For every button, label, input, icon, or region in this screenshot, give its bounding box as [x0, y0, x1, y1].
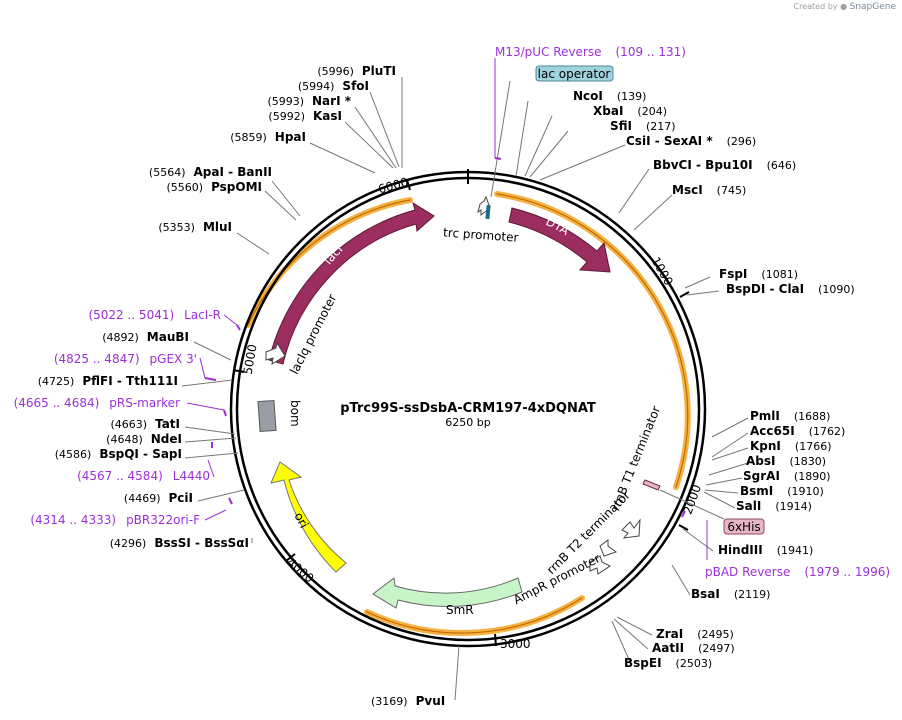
- primer-l4440: (4567 .. 4584)L4440: [77, 469, 210, 483]
- plasmid-name: pTrc99S-ssDsbA-CRM197-4xDQNAT: [340, 401, 596, 416]
- site-sfii: SfiI(217): [610, 119, 676, 133]
- feature-laciq-promoter: [265, 341, 286, 366]
- site-ndei: (4648)NdeI: [106, 432, 182, 446]
- site-maubi: (4892)MauBI: [102, 330, 189, 344]
- primer-pbad-reverse: pBAD Reverse(1979 .. 1996): [705, 565, 890, 579]
- plasmid-size: 6250 bp: [445, 416, 490, 429]
- label-ori: ori: [291, 510, 311, 530]
- credit-brand: SnapGene: [849, 2, 896, 12]
- label-lac-operator: lac operator: [538, 67, 611, 81]
- site-xbai: XbaI(204): [593, 104, 667, 118]
- site-acc65i: Acc65I(1762): [750, 424, 845, 438]
- primer-pgex-3: (4825 .. 4847)pGEX 3': [54, 352, 197, 366]
- site-sali: SalI(1914): [736, 499, 812, 513]
- site-msci: MscI(745): [672, 183, 746, 197]
- feature-rrnb-t2: [599, 539, 618, 557]
- label-6xhis: 6xHis: [727, 520, 760, 534]
- primer-m13-puc-reverse: M13/pUC Reverse(109 .. 131): [495, 45, 686, 59]
- site-pspomi: (5560)PspOMI: [166, 180, 262, 194]
- orf-halo-dta: [494, 191, 691, 490]
- site-bsai: BsaI(2119): [691, 587, 770, 601]
- site-bbvci: BbvCI - Bpu10I(646): [653, 158, 796, 172]
- site-nari: (5993)NarI *: [267, 94, 351, 108]
- site-mlui: (5353)MluI: [158, 220, 232, 234]
- site-fspi: FspI(1081): [719, 267, 798, 281]
- site-leaders: [181, 77, 749, 701]
- site-aatii: AatII(2497): [652, 641, 735, 655]
- tick-4000: 4000: [284, 555, 316, 585]
- site-bspei: BspEI(2503): [624, 656, 712, 670]
- orf-halos: [245, 191, 691, 636]
- site-pmli: PmlI(1688): [750, 409, 830, 423]
- label-smr: SmR: [446, 603, 474, 617]
- primer-prs-marker: (4665 .. 4684)pRS-marker: [14, 396, 180, 410]
- feature-laci: [268, 201, 435, 365]
- label-trc-promoter: trc promoter: [443, 225, 519, 244]
- site-hindiii: HindIII(1941): [718, 543, 813, 557]
- site-bsmi: BsmI(1910): [740, 484, 824, 498]
- tick-3000: 3000: [500, 637, 531, 651]
- primer-pbr322ori-f: (4314 .. 4333)pBR322ori-F: [30, 513, 200, 527]
- snapgene-credit: Created by ● SnapGene: [794, 2, 897, 12]
- site-pluti: (5996)PluTI: [317, 64, 396, 78]
- feature-arrows: [257, 195, 661, 609]
- site-pvui: (3169)PvuI: [371, 694, 445, 708]
- snapgene-logo-icon: ●: [840, 2, 848, 11]
- site-tati: (4663)TatI: [110, 417, 180, 431]
- 6xhis-feature: 6xHis: [659, 489, 765, 535]
- site-bspqi: (4586)BspQI - SapI: [55, 447, 182, 461]
- primer-labels: M13/pUC Reverse(109 .. 131) (5022 .. 504…: [14, 45, 890, 579]
- feature-ori: [270, 461, 347, 573]
- credit-prefix: Created by: [793, 2, 838, 11]
- site-pflfi: (4725)PflFI - Tth111I: [38, 374, 178, 388]
- feature-6xhis-mark: [642, 479, 661, 491]
- feature-trc-promoter: [477, 195, 491, 217]
- site-kasi: (5992)KasI: [268, 109, 342, 123]
- site-kpni: KpnI(1766): [750, 439, 831, 453]
- feature-ampr-promoter: [589, 555, 611, 575]
- site-absi: AbsI(1830): [746, 454, 826, 468]
- backbone-ticks: [232, 169, 690, 647]
- feature-dta: [508, 207, 611, 273]
- tick-5000: 5000: [241, 343, 260, 376]
- feature-smr: [372, 577, 523, 609]
- site-csii: CsiI - SexAI *(296): [626, 134, 756, 148]
- feature-rrnb-t1: [621, 518, 641, 539]
- site-ncoi: NcoI(139): [573, 89, 646, 103]
- site-zrai: ZraI(2495): [656, 627, 734, 641]
- feature-bom: [257, 399, 277, 433]
- tick-6000: 6000: [377, 175, 410, 196]
- feature-lac-operator-mark: [485, 204, 491, 220]
- primer-laci-r: (5022 .. 5041)LacI-R: [88, 308, 221, 322]
- lac-operator-feature: lac operator: [490, 65, 614, 198]
- primer-leaders: [186, 58, 708, 560]
- site-pcii: (4469)PciI: [124, 491, 193, 505]
- site-hpai: (5859)HpaI: [230, 130, 306, 144]
- site-apai: (5564)ApaI - BanII: [149, 165, 272, 179]
- site-sgrai: SgrAI(1890): [743, 469, 830, 483]
- label-bom: bom: [288, 400, 302, 427]
- site-labels-right: NcoI(139) XbaI(204) SfiI(217) CsiI - Sex…: [371, 89, 855, 708]
- site-bspdi: BspDI - ClaI(1090): [726, 282, 855, 296]
- site-bsssi: (4296)BssSI - BssSαI: [110, 536, 249, 550]
- site-labels-left: (5996)PluTI (5994)SfoI (5993)NarI * (599…: [38, 64, 396, 550]
- site-sfoi: (5994)SfoI: [298, 79, 369, 93]
